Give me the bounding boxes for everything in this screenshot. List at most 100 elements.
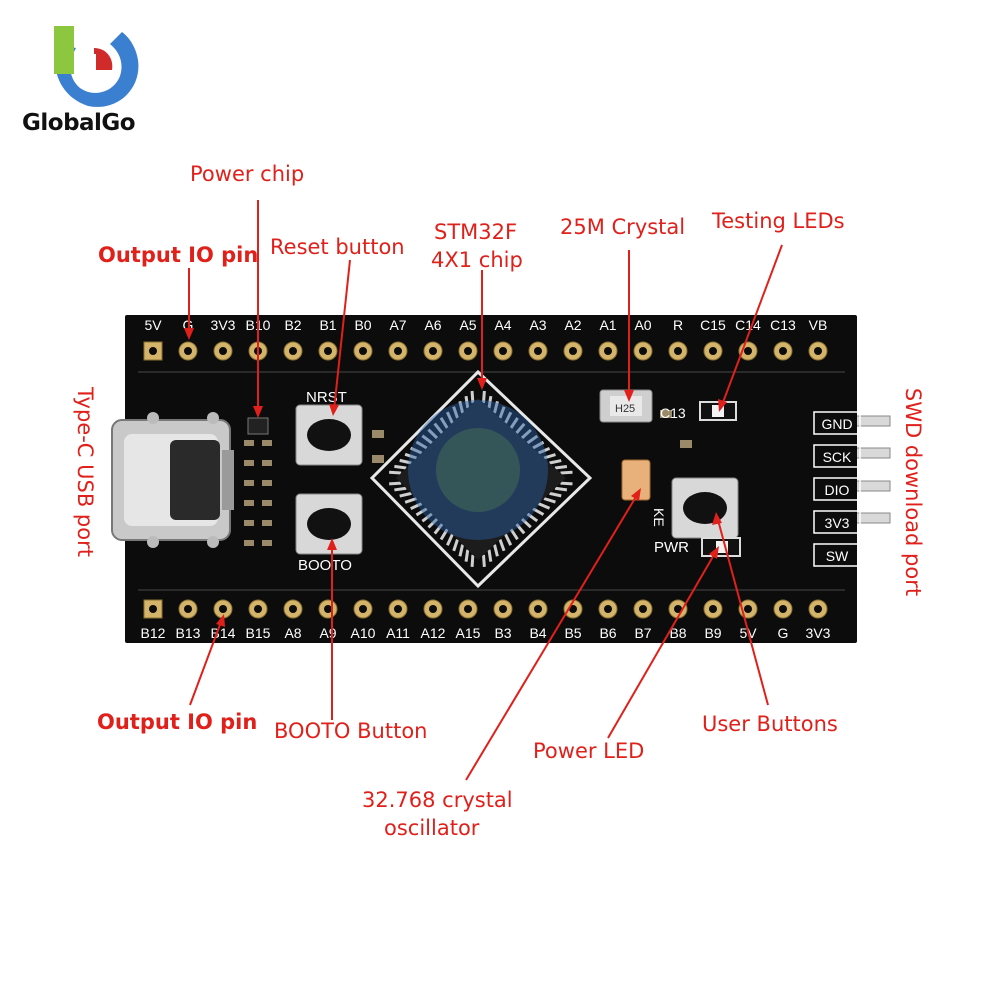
bottom-pin-hole: [324, 605, 332, 613]
top-pin-label: A4: [494, 317, 511, 333]
mcu-pin: [427, 517, 439, 529]
callout-type-c: Type-C USB port: [73, 387, 97, 557]
top-pin-hole: [324, 347, 332, 355]
callout-power-chip: Power chip: [190, 162, 305, 186]
usb-c-connector: [111, 412, 234, 548]
top-pin-label: VB: [809, 317, 828, 333]
callout-output-io-bottom: Output IO pin: [97, 710, 258, 734]
bottom-pin-hole: [569, 605, 577, 613]
swd-label: 3V3: [825, 515, 850, 531]
top-pin-hole: [604, 347, 612, 355]
silk-key: KE: [651, 508, 667, 527]
callout-crystal-25m: 25M Crystal: [560, 215, 686, 239]
mcu-pin: [389, 470, 402, 475]
mcu-pin: [526, 512, 539, 523]
mcu-pin: [498, 406, 506, 419]
mcu-pin: [520, 517, 532, 529]
top-pin-label: 5V: [144, 317, 162, 333]
bottom-pin-hole: [394, 605, 402, 613]
top-pin-hole: [464, 347, 472, 355]
top-pin-label: B1: [319, 317, 336, 333]
mcu-pin: [410, 446, 423, 455]
top-pin-hole: [429, 347, 437, 355]
top-pin-label: R: [673, 317, 683, 333]
bottom-pin-label: B5: [564, 625, 581, 641]
top-pin-hole: [219, 347, 227, 355]
bottom-pin-label: G: [778, 625, 789, 641]
reset-button-body: [295, 404, 363, 466]
callout-testing-leds: Testing LEDs: [712, 209, 845, 233]
bottom-pin-label: B13: [176, 625, 201, 641]
swd-label: GND: [821, 416, 852, 432]
mcu-pin: [560, 470, 573, 475]
bottom-pin-hole: [149, 605, 157, 613]
mcu-pin: [439, 416, 449, 429]
mcu-pin: [543, 453, 556, 460]
top-pin-hole: [394, 347, 402, 355]
bottom-pin-label: B15: [246, 625, 271, 641]
bottom-pin-label: B8: [669, 625, 686, 641]
mcu-pin: [509, 417, 519, 429]
top-pin-hole: [674, 347, 682, 355]
callout-user-buttons: User Buttons: [702, 712, 838, 736]
mcu-pin: [427, 428, 439, 440]
bottom-pin-label: B9: [704, 625, 721, 641]
mcu-pin: [498, 538, 506, 552]
callout-power-led: Power LED: [533, 739, 645, 763]
top-pin-label: C15: [700, 317, 726, 333]
stm32-mcu: [369, 369, 593, 589]
bottom-pin-label: B7: [634, 625, 651, 641]
mcu-pin: [415, 507, 428, 517]
mcu-pin: [515, 422, 526, 434]
callout-rtc-line1: 32.768 crystal: [362, 788, 513, 812]
boot-button-body: [295, 493, 363, 555]
bottom-pin-hole: [499, 605, 507, 613]
mcu-pin: [452, 539, 459, 552]
top-pin-label: A5: [459, 317, 476, 333]
bottom-pin-hole: [709, 605, 717, 613]
bottom-pin-hole: [359, 605, 367, 613]
mcu-pin: [509, 528, 519, 541]
top-pin-hole: [534, 347, 542, 355]
swd-label-box: [813, 477, 861, 501]
top-pin-label: A1: [599, 317, 616, 333]
mcu-pin: [532, 440, 545, 450]
mcu-pin: [532, 507, 545, 516]
bottom-pin-hole: [464, 605, 472, 613]
bottom-pin-hole: [639, 605, 647, 613]
mcu-pin: [404, 452, 417, 460]
bottom-pin-hole: [814, 605, 822, 613]
bottom-pin-hole: [779, 605, 787, 613]
mcu-pin: [549, 491, 562, 498]
top-pin-label: A6: [424, 317, 441, 333]
mcu-pin: [439, 528, 449, 541]
bottom-pin-label: B4: [529, 625, 546, 641]
top-pin-hole: [149, 347, 157, 355]
top-pin-hole: [639, 347, 647, 355]
mcu-pin: [394, 464, 407, 470]
bottom-pin-hole: [674, 605, 682, 613]
callout-output-io-top: Output IO pin: [98, 243, 259, 267]
mcu-pin: [549, 459, 562, 465]
top-pin-hole: [359, 347, 367, 355]
mcu-pin: [399, 491, 412, 498]
top-pin-hole: [184, 347, 192, 355]
bottom-pin-hole: [429, 605, 437, 613]
top-pin-hole: [289, 347, 297, 355]
mcu-pin: [394, 486, 407, 492]
swd-label-box: [813, 411, 861, 435]
callout-reset-button: Reset button: [270, 235, 405, 259]
mcu-pin: [526, 434, 539, 445]
callout-lines: [188, 200, 783, 781]
top-pin-label: C13: [770, 317, 796, 333]
callout-swd-port: SWD download port: [901, 387, 925, 597]
mcu-pin: [554, 486, 568, 492]
mcu-pin: [452, 406, 459, 419]
top-pin-label: A2: [564, 317, 581, 333]
bottom-pin-hole: [534, 605, 542, 613]
mcu-pin: [470, 554, 475, 567]
